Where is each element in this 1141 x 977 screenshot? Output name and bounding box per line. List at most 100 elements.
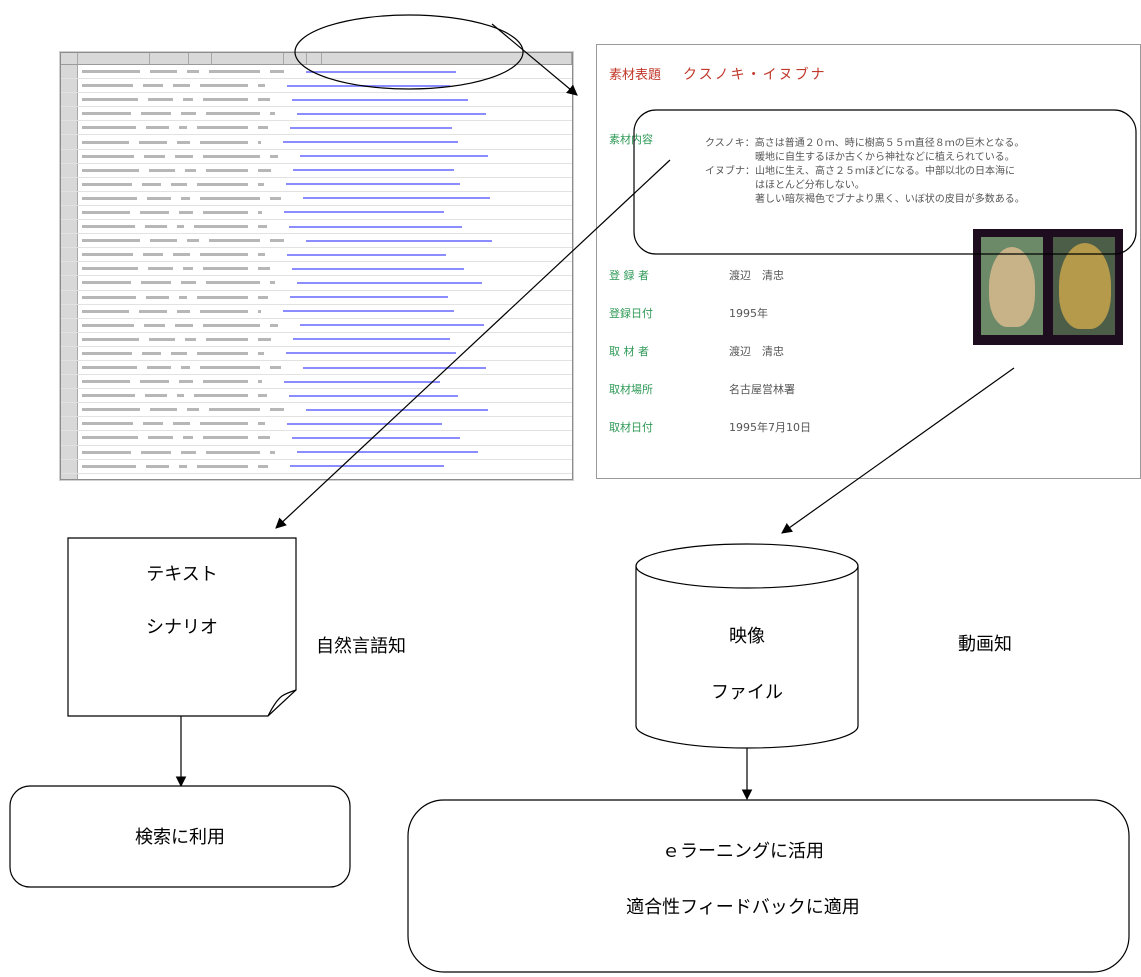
sheet-cell <box>270 323 278 327</box>
sheet-cell <box>206 450 260 454</box>
sheet-cell <box>258 182 264 186</box>
elearning-use-line1: ｅラーニングに活用 <box>662 841 824 862</box>
sheet-cell <box>175 154 193 158</box>
sheet-cell <box>197 182 248 186</box>
sheet-link-cell <box>283 141 458 144</box>
sheet-cell <box>270 450 275 454</box>
arrow-photo-to-video <box>781 367 1015 534</box>
sheet-cell <box>82 239 140 243</box>
sheet-cell <box>150 70 177 74</box>
sheet-cell <box>203 267 248 271</box>
sheet-row <box>61 431 572 446</box>
sheet-cell <box>139 478 167 479</box>
sheet-cell <box>258 295 268 299</box>
sheet-row-number <box>61 445 78 459</box>
material-title: クスノキ・イヌブナ <box>683 67 827 83</box>
sheet-cell <box>143 84 163 88</box>
sheet-cell <box>258 309 261 313</box>
sheet-cell <box>150 239 177 243</box>
sheet-row-number <box>61 234 78 248</box>
sheet-cell <box>82 281 131 285</box>
sheet-cell <box>82 394 135 398</box>
sheet-cell <box>82 196 137 200</box>
sheet-rows <box>61 65 572 479</box>
sheet-cell <box>270 196 281 200</box>
sheet-cell <box>139 309 167 313</box>
sheet-row-number <box>61 346 78 360</box>
sheet-link-cell <box>290 296 448 299</box>
sheet-cell <box>200 253 248 257</box>
sheet-cell <box>140 380 169 384</box>
sheet-row <box>61 163 572 178</box>
sheet-row <box>61 79 572 94</box>
sheet-cell <box>148 267 173 271</box>
specimen-photo <box>973 229 1123 345</box>
sheet-cell <box>82 182 132 186</box>
sheet-cell <box>143 422 163 426</box>
sheet-cell <box>141 281 171 285</box>
sheet-cell <box>142 182 161 186</box>
sheet-cell <box>177 478 190 479</box>
sheet-cell <box>144 154 165 158</box>
sheet-cell <box>197 351 248 355</box>
sheet-cell <box>258 464 268 468</box>
sheet-row <box>61 304 572 319</box>
field-value-report-date: 1995年7月10日 <box>729 421 811 434</box>
sheet-cell <box>181 112 196 116</box>
sheet-cell <box>200 366 260 370</box>
sheet-cell <box>258 422 265 426</box>
sheet-column-header <box>61 53 572 65</box>
sheet-cell <box>203 154 260 158</box>
sheet-row-number <box>61 332 78 346</box>
field-label-report-date: 取材日付 <box>609 421 653 434</box>
sheet-row-number <box>61 304 78 318</box>
sheet-row <box>61 332 572 347</box>
sheet-row-number <box>61 473 78 479</box>
field-label-registration-date: 登録日付 <box>609 307 653 320</box>
sheet-cell <box>173 253 190 257</box>
sheet-cell <box>82 351 132 355</box>
text-scenario-fold <box>267 689 297 717</box>
sheet-cell <box>145 394 167 398</box>
sheet-link-cell <box>306 70 456 73</box>
sheet-row <box>61 262 572 277</box>
sheet-cell <box>258 351 264 355</box>
natural-language-knowledge-label: 自然言語知 <box>316 636 406 657</box>
sheet-cell <box>82 422 133 426</box>
sheet-cell <box>209 70 260 74</box>
sheet-cell <box>82 323 134 327</box>
sheet-cell <box>258 394 267 398</box>
sheet-cell <box>82 408 140 412</box>
sheet-cell <box>203 436 248 440</box>
sheet-cell <box>258 98 270 102</box>
elearning-use-line2: 適合性フィードバックに適用 <box>626 897 860 918</box>
sheet-row <box>61 389 572 404</box>
sheet-row-number <box>61 318 78 332</box>
sheet-row <box>61 375 572 390</box>
sheet-cell <box>82 464 136 468</box>
sheet-cell <box>82 337 139 341</box>
sheet-cell <box>270 281 275 285</box>
sheet-link-cell <box>289 394 458 397</box>
sheet-link-cell <box>292 98 468 101</box>
sheet-row-number <box>61 248 78 262</box>
sheet-link-cell <box>306 239 492 242</box>
sheet-cell <box>145 225 167 229</box>
sheet-cell <box>148 436 173 440</box>
sheet-link-cell <box>292 267 464 270</box>
sheet-row <box>61 205 572 221</box>
sheet-cell <box>187 70 199 74</box>
text-scenario-line1: テキスト <box>146 564 218 585</box>
sheet-row <box>61 417 572 432</box>
sheet-cell <box>82 295 136 299</box>
sheet-link-cell <box>287 253 446 256</box>
sheet-link-cell <box>286 183 460 186</box>
photo-panel-right <box>1053 237 1115 335</box>
sheet-cell <box>149 337 175 341</box>
sheet-row-number <box>61 375 78 389</box>
sheet-cell <box>148 98 173 102</box>
sheet-link-cell <box>297 451 478 454</box>
sheet-cell <box>82 309 129 313</box>
sheet-row <box>61 177 572 192</box>
sheet-row <box>61 135 572 150</box>
